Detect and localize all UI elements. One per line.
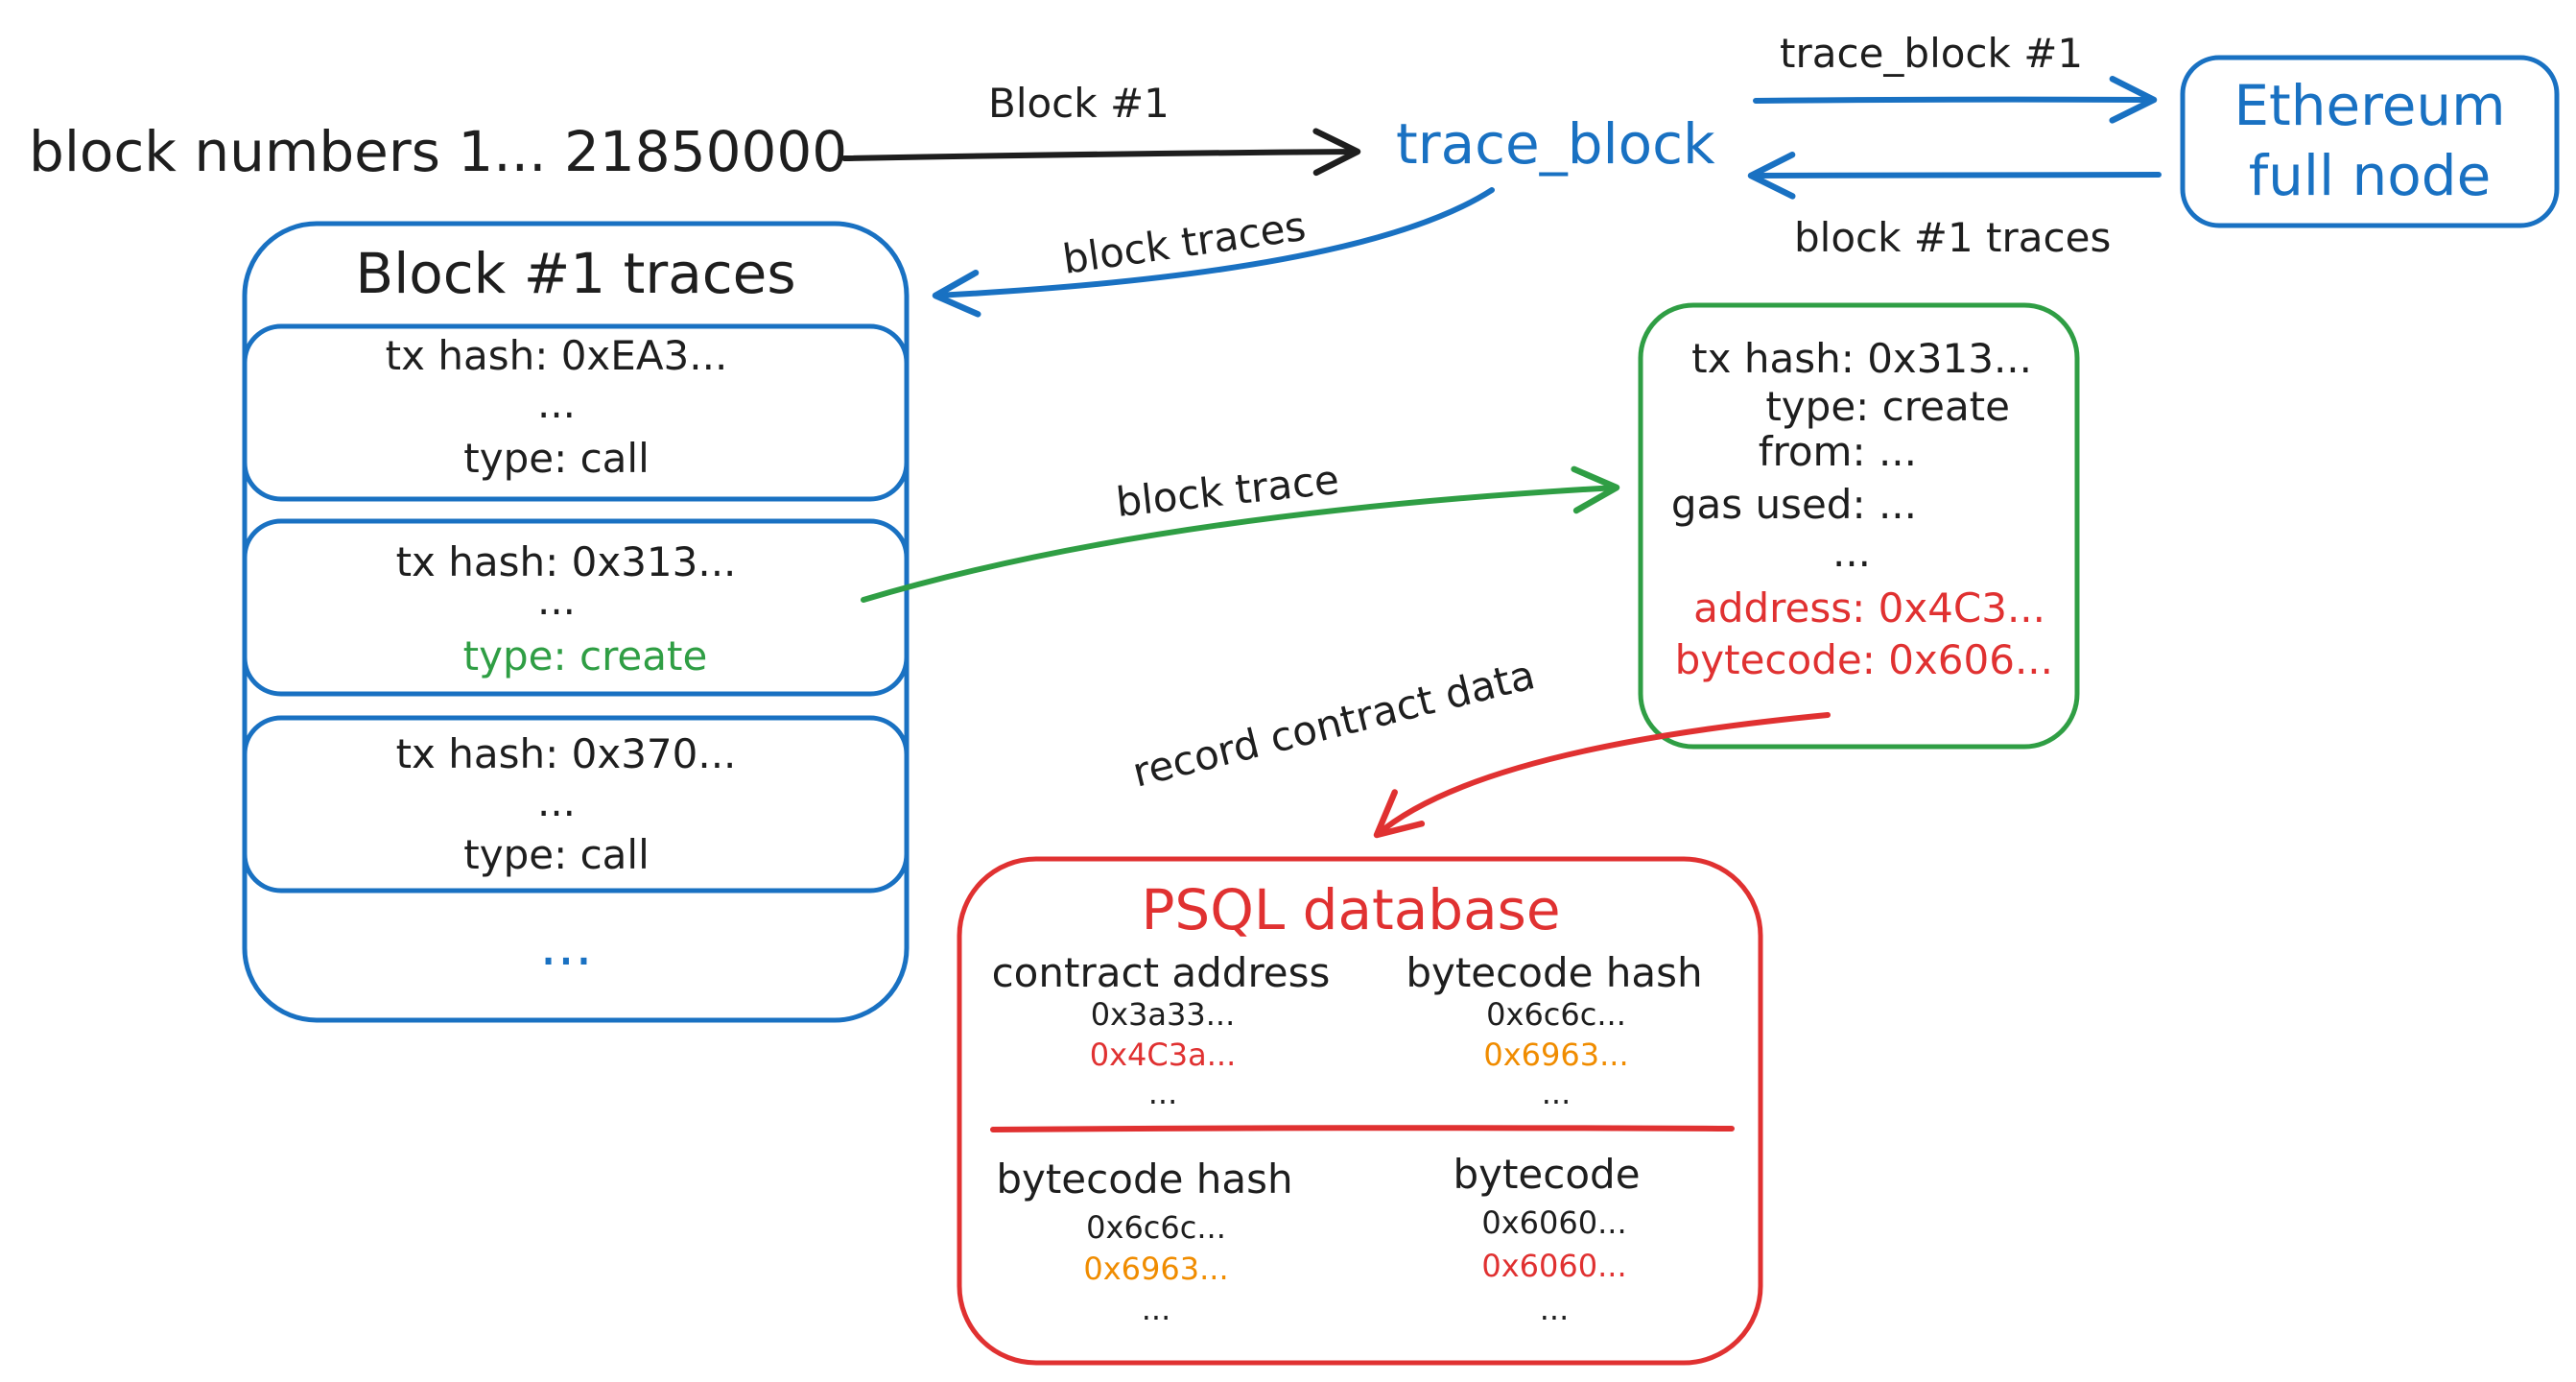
trace-item-box (242, 715, 910, 894)
record-contract-arrow (1373, 712, 1831, 839)
table1-col2-row-highlight: 0x6963... (1483, 1036, 1628, 1073)
ethereum-node-line2: full node (2249, 143, 2492, 208)
table2-col1-row-highlight: 0x6963... (1083, 1251, 1228, 1287)
trace-item-box (242, 518, 910, 697)
block-numbers-label: block numbers 1... 21850000 (29, 119, 847, 184)
table1-col1-header: contract address (992, 949, 1331, 996)
trace-item-ellipsis: ... (537, 577, 576, 624)
block-traces-title: Block #1 traces (355, 241, 795, 306)
trace-item-type-create: type: create (463, 632, 708, 679)
trace-item: tx hash: 0xEA3... ... type: call (242, 323, 910, 502)
trace-item-ellipsis: ... (537, 778, 576, 825)
trace-item: tx hash: 0x370... ... type: call (242, 715, 910, 894)
table2-col1-header: bytecode hash (996, 1156, 1292, 1203)
trace-detail-box (1638, 302, 2080, 750)
table1-col1-row: ... (1148, 1075, 1178, 1111)
block-traces-label: block traces (1060, 203, 1309, 283)
trace-item: tx hash: 0x313... ... type: create (242, 518, 910, 697)
trace-item-hash: tx hash: 0x370... (396, 730, 737, 777)
block-traces-arrow (932, 187, 1495, 318)
block-arrow-label: Block #1 (988, 80, 1170, 127)
trace-detail-address: address: 0x4C3... (1693, 584, 2045, 631)
psql-database-box (957, 856, 1763, 1366)
block-trace-arrow (861, 465, 1620, 603)
trace-detail-from: from: ... (1759, 428, 1917, 475)
table2-col2-header: bytecode (1453, 1151, 1640, 1198)
trace-detail-gas: gas used: ... (1671, 481, 1917, 528)
table2-col2-row-highlight: 0x6060... (1481, 1248, 1626, 1284)
table1-col2-header: bytecode hash (1406, 949, 1702, 996)
trace-detail-type: type: create (1765, 383, 2010, 430)
trace-item-type: type: call (463, 831, 650, 878)
trace-item-hash: tx hash: 0x313... (396, 538, 737, 585)
record-contract-label: record contract data (1128, 651, 1540, 797)
trace-detail-bytecode: bytecode: 0x606... (1675, 636, 2053, 683)
trace-detail-hash: tx hash: 0x313... (1691, 335, 2032, 382)
trace-block-call-label: trace_block #1 (1780, 30, 2083, 77)
block-arrow (841, 128, 1361, 177)
table-divider (990, 1125, 1735, 1132)
table1-col1-row-highlight: 0x4C3a... (1090, 1036, 1236, 1073)
trace-item-type: type: call (463, 435, 650, 482)
trace-detail-ellipsis: ... (1832, 529, 1871, 576)
ethereum-node-box (2180, 55, 2560, 228)
table2-col2-row: ... (1540, 1291, 1570, 1327)
table2-col1-row: ... (1142, 1291, 1171, 1327)
trace-block-label: trace_block (1396, 111, 1715, 177)
table1-col2-row: ... (1542, 1075, 1572, 1111)
block-traces-return-arrow (1747, 151, 2162, 200)
ethereum-node-line1: Ethereum (2233, 73, 2505, 138)
trace-item-ellipsis: ... (537, 380, 576, 427)
more-traces-ellipsis: ... (539, 913, 592, 978)
trace-item-hash: tx hash: 0xEA3... (386, 332, 728, 379)
table2-col1-row: 0x6c6c... (1086, 1209, 1226, 1246)
table1-col2-row: 0x6c6c... (1486, 996, 1626, 1033)
table2-col2-row: 0x6060... (1481, 1204, 1626, 1241)
trace-block-call-arrow (1753, 75, 2158, 124)
block-traces-return-label: block #1 traces (1794, 214, 2111, 261)
trace-item-box (242, 323, 910, 502)
psql-database-title: PSQL database (1141, 877, 1560, 942)
table1-col1-row: 0x3a33... (1091, 996, 1236, 1033)
